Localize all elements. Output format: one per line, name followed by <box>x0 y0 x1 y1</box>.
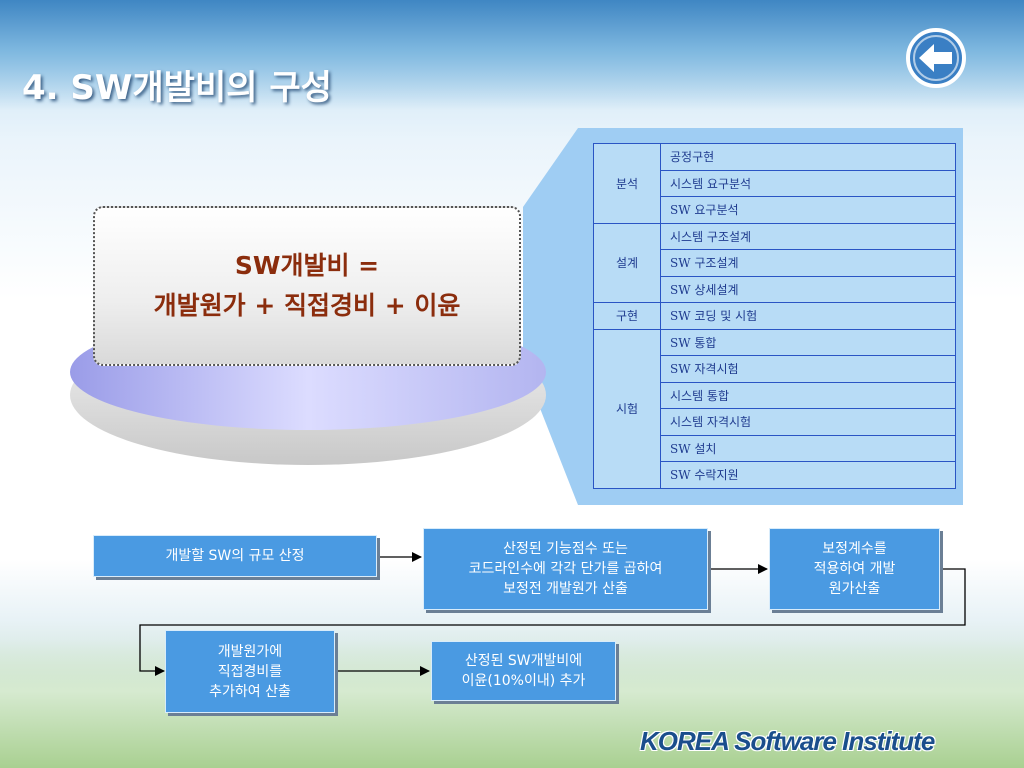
flow-step-5-line: 이윤(10%이내) 추가 <box>461 673 586 689</box>
task-cell: SW 코딩 및 시험 <box>660 302 956 330</box>
flow-step-3-line: 원가산출 <box>828 581 881 597</box>
flow-step-4-line: 추가하여 산출 <box>209 683 291 700</box>
task-cell: SW 자격시험 <box>660 355 956 383</box>
flow-step-1: 개발할 SW의 규모 산정 <box>93 535 377 577</box>
flow-step-3-line: 적용하여 개발 <box>813 561 896 577</box>
back-button[interactable] <box>905 27 967 89</box>
table-row: 시스템 요구분석 <box>594 169 956 197</box>
header-background <box>0 0 1024 110</box>
phase-cell: 구현 <box>593 302 661 330</box>
flow-step-2: 산정된 기능점수 또는 코드라인수에 각각 단가를 곱하여 보정전 개발원가 산… <box>423 528 708 610</box>
formula-line-2: 개발원가 + 직접경비 + 이윤 <box>153 291 461 320</box>
task-cell: SW 요구분석 <box>660 196 956 224</box>
table-row: SW 설치 <box>594 434 956 462</box>
table-row: 설계 시스템 구조설계 <box>593 222 956 303</box>
flow-step-2-line: 보정전 개발원가 산출 <box>503 581 628 597</box>
formula-box: SW개발비 = 개발원가 + 직접경비 + 이윤 <box>93 206 521 366</box>
flow-step-4-line: 직접경비를 <box>217 663 283 680</box>
task-cell: SW 통합 <box>660 328 956 356</box>
flow-step-1-text: 개발할 SW의 규모 산정 <box>165 548 305 564</box>
formula-line-1: SW개발비 = <box>234 251 380 280</box>
table-row: 분석 공정구현 <box>593 143 956 224</box>
table-row: SW 자격시험 <box>594 355 956 383</box>
table-row: 시험 SW 통합 <box>593 328 956 489</box>
task-cell: 시스템 요구분석 <box>660 169 956 197</box>
table-row: SW 요구분석 <box>594 196 956 224</box>
brand-logo-text: KOREA Software Institute <box>640 726 935 756</box>
task-cell: SW 구조설계 <box>660 249 956 277</box>
flow-step-5-line: 산정된 SW개발비에 <box>464 653 583 669</box>
process-table: 분석 공정구현 시스템 요구분석 SW 요구분석 설계 시스템 구조설계 SW … <box>593 143 956 489</box>
flow-step-4: 개발원가에 직접경비를 추가하여 산출 <box>165 630 335 713</box>
task-cell: 시스템 구조설계 <box>660 222 956 250</box>
task-cell: SW 수락지원 <box>660 461 956 489</box>
phase-cell: 분석 <box>593 143 661 224</box>
task-cell: SW 설치 <box>660 434 956 462</box>
task-cell: 공정구현 <box>660 143 956 171</box>
table-row: 시스템 통합 <box>594 381 956 409</box>
flow-step-5: 산정된 SW개발비에 이윤(10%이내) 추가 <box>431 641 616 701</box>
task-cell: 시스템 통합 <box>660 381 956 409</box>
phase-cell: 설계 <box>593 222 661 303</box>
flow-step-2-line: 코드라인수에 각각 단가를 곱하여 <box>468 561 663 577</box>
phase-cell: 시험 <box>593 328 661 489</box>
arrow-left-circle-icon <box>906 28 966 88</box>
flow-step-3-line: 보정계수를 <box>822 541 887 557</box>
flow-step-3: 보정계수를 적용하여 개발 원가산출 <box>769 528 940 610</box>
table-row: SW 구조설계 <box>594 249 956 277</box>
task-cell: SW 상세설계 <box>660 275 956 303</box>
flow-step-4-line: 개발원가에 <box>217 643 283 660</box>
table-row: SW 수락지원 <box>594 461 956 489</box>
flow-step-2-line: 산정된 기능점수 또는 <box>503 541 628 557</box>
table-row: 구현 SW 코딩 및 시험 <box>593 302 956 330</box>
page-title: 4. SW개발비의 구성 <box>22 68 332 108</box>
task-cell: 시스템 자격시험 <box>660 408 956 436</box>
table-row: SW 상세설계 <box>594 275 956 303</box>
